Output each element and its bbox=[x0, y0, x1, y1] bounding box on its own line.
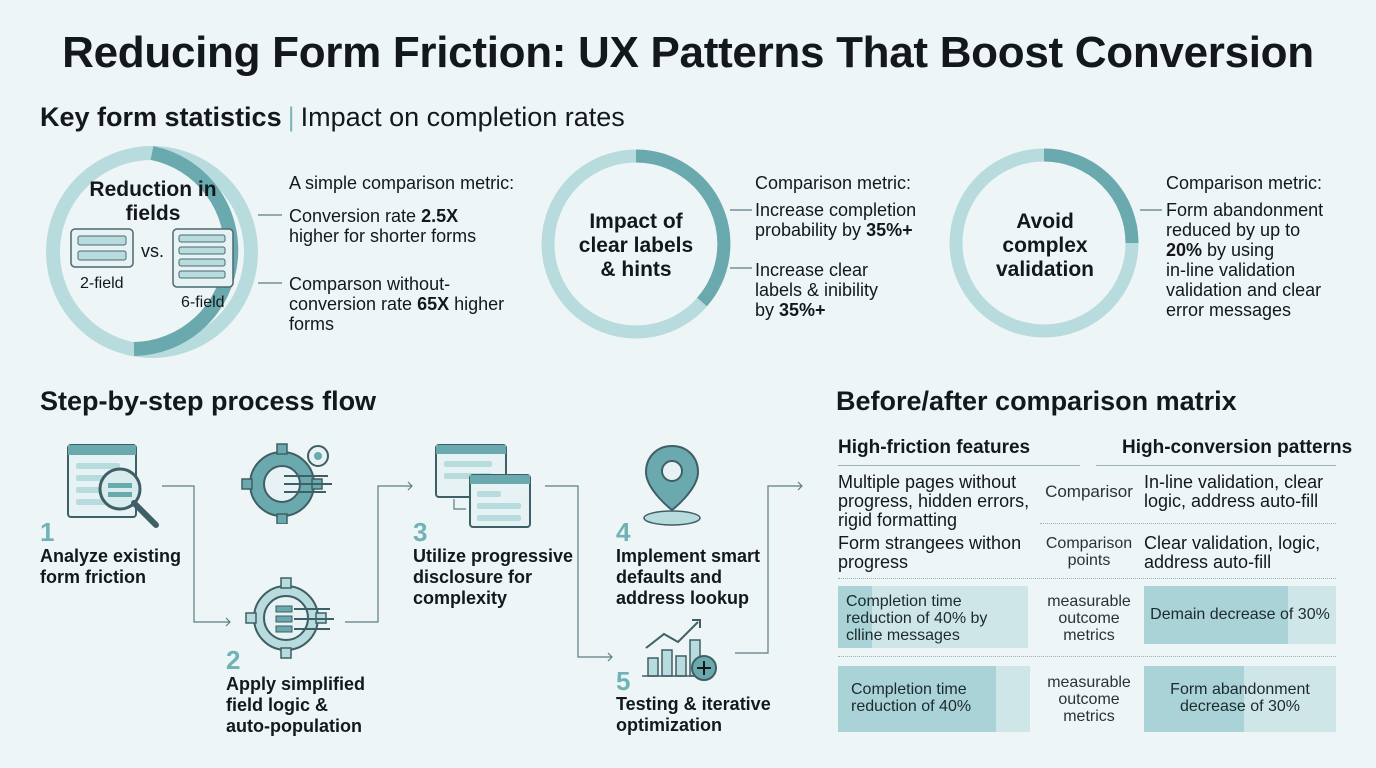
ring-chart-3 bbox=[949, 148, 1139, 338]
step-5-text: Testing & iterative optimization bbox=[616, 694, 771, 735]
stats-heading: Key form statistics|Impact on completion… bbox=[40, 102, 625, 133]
card1-intro: A simple comparison metric: bbox=[289, 173, 515, 193]
matrix-heading: Before/after comparison matrix bbox=[836, 386, 1237, 416]
two-field-form-icon bbox=[70, 228, 134, 268]
step-3-number: 3 bbox=[413, 517, 428, 547]
card2-intro: Comparison metric: bbox=[755, 173, 912, 193]
matrix-row-2-right: Clear validation, logic, address auto-fi… bbox=[1144, 533, 1321, 572]
matrix-left-underline bbox=[838, 465, 1080, 466]
ring-2-label: Impact of clear labels & hints bbox=[578, 210, 694, 281]
matrix-row-2-mid: Comparison points bbox=[1045, 535, 1133, 569]
gear-list-icon bbox=[245, 577, 334, 659]
step-1-number: 1 bbox=[40, 517, 55, 547]
six-field-label: 6-field bbox=[181, 294, 225, 311]
matrix-row-4-mid: measurable outcome metrics bbox=[1047, 674, 1131, 725]
matrix-row-4-left-bar bbox=[838, 666, 1030, 732]
matrix-right-underline bbox=[1096, 465, 1336, 466]
matrix-row-3-mid: measurable outcome metrics bbox=[1047, 593, 1131, 644]
matrix-col-right-header: High-conversion patterns bbox=[1122, 437, 1353, 458]
matrix-row-1-divider bbox=[1040, 523, 1336, 524]
bar-chart-icon bbox=[642, 619, 717, 681]
six-field-form-icon bbox=[172, 228, 234, 288]
map-pin-icon bbox=[643, 444, 701, 526]
matrix-row-3-left-fill bbox=[838, 586, 872, 648]
matrix-row-3-divider bbox=[838, 656, 1336, 657]
stats-subheading: Impact on completion rates bbox=[300, 102, 625, 132]
ring-3-arc bbox=[1043, 148, 1139, 244]
matrix-row-2-divider bbox=[838, 578, 1336, 579]
card3-connector bbox=[1140, 209, 1162, 211]
magnifier-form-icon bbox=[67, 444, 159, 528]
step-1-text: Analyze existing form friction bbox=[40, 546, 182, 587]
stacked-forms-icon bbox=[435, 444, 531, 528]
gear-circuit-icon bbox=[241, 443, 332, 524]
matrix-row-4-right-fill bbox=[1144, 666, 1244, 732]
matrix-col-left-header: High-friction features bbox=[838, 437, 1031, 458]
heading-separator: | bbox=[287, 102, 295, 132]
matrix-row-4-left: Completion time reduction of 40% bbox=[851, 681, 972, 715]
ring-3-label: Avoid complex validation bbox=[995, 210, 1095, 281]
matrix-row-4-left-fill bbox=[838, 666, 996, 732]
matrix-row-1-right: In-line validation, clear logic, address… bbox=[1144, 472, 1324, 511]
ring-2-arc bbox=[635, 149, 731, 307]
vs-label: vs. bbox=[141, 241, 165, 261]
matrix-row-2-left: Form strangees withon progress bbox=[838, 533, 1022, 572]
matrix-row-3-right-fill bbox=[1144, 586, 1288, 644]
ring-1-label: Reduction in fields bbox=[89, 178, 217, 225]
step-2-number: 2 bbox=[226, 645, 241, 675]
step-2-text: Apply simplified field logic & auto-popu… bbox=[226, 674, 366, 736]
matrix-row-4-right-bar bbox=[1144, 666, 1336, 732]
card3-intro: Comparison metric: bbox=[1166, 173, 1323, 193]
step-4-number: 4 bbox=[616, 517, 631, 547]
process-heading: Step-by-step process flow bbox=[40, 386, 377, 416]
step-4-text: Implement smart defaults and address loo… bbox=[616, 546, 761, 608]
card2-connectors bbox=[730, 209, 752, 269]
step-5-number: 5 bbox=[616, 666, 631, 696]
matrix-row-3-left: Completion time reduction of 40% by clli… bbox=[846, 593, 988, 644]
step-3-text: Utilize progressive disclosure for compl… bbox=[413, 546, 574, 608]
flow-connectors bbox=[162, 481, 803, 662]
two-field-label: 2-field bbox=[80, 275, 124, 292]
page-title: Reducing Form Friction: UX Patterns That… bbox=[62, 28, 1314, 77]
stats-heading-main: Key form statistics bbox=[40, 102, 282, 132]
matrix-row-1-left: Multiple pages without progress, hidden … bbox=[838, 472, 1030, 530]
matrix-row-4-right: Form abandonment decrease of 30% bbox=[1170, 681, 1310, 715]
card1-metric-2: Comparson without-conversion rate 65X hi… bbox=[289, 274, 505, 334]
matrix-row-3-right: Demain decrease of 30% bbox=[1150, 606, 1330, 623]
ring-chart-2 bbox=[541, 149, 731, 339]
matrix-row-1-mid: Comparisor bbox=[1045, 482, 1133, 501]
matrix-row-3-left-bar bbox=[838, 586, 1028, 648]
matrix-row-3-right-bar bbox=[1144, 586, 1336, 644]
card1-connectors bbox=[258, 214, 282, 284]
